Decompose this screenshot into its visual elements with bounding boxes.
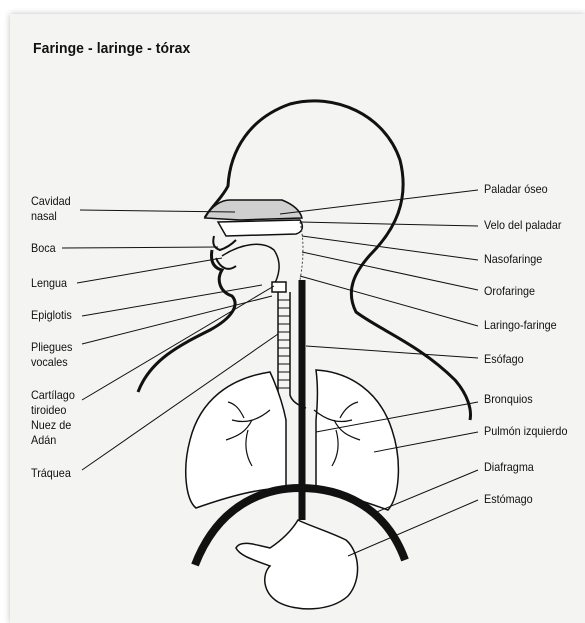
label-pliegues-vocales: Pliegues vocales [31, 340, 72, 370]
label-epiglotis: Epiglotis [31, 308, 72, 323]
label-bronquios: Bronquios [484, 392, 533, 407]
label-cavidad-nasal: Cavidad nasal [31, 194, 71, 224]
trachea-rings [278, 300, 290, 388]
label-lengua: Lengua [31, 276, 67, 291]
mouth [213, 236, 236, 250]
tongue [222, 244, 279, 288]
label-pulmon-izquierdo: Pulmón izquierdo [484, 424, 567, 439]
palate [218, 220, 302, 236]
nasal-cavity [205, 200, 302, 220]
label-cartilago-tiroideo: Cartílago tiroideo Nuez de Adán [31, 388, 75, 448]
label-velo-del-paladar: Velo del paladar [484, 218, 561, 233]
label-nasofaringe: Nasofaringe [484, 252, 542, 267]
stomach [236, 520, 358, 609]
thyroid-cartilage [272, 282, 286, 292]
label-orofaringe: Orofaringe [484, 284, 535, 299]
head-outline [205, 101, 470, 420]
label-paladar-oseo: Paladar óseo [484, 182, 548, 197]
diagram-title: Faringe - laringe - tórax [33, 40, 190, 57]
label-boca: Boca [31, 241, 56, 256]
neck-front-outline [138, 250, 235, 392]
label-traquea: Tráquea [31, 466, 71, 481]
lower-jaw [216, 258, 236, 269]
label-laringo-faringe: Laringo-faringe [484, 318, 557, 333]
label-esofago: Esófago [484, 352, 524, 367]
label-diafragma: Diafragma [484, 460, 534, 475]
label-estomago: Estómago [484, 492, 533, 507]
